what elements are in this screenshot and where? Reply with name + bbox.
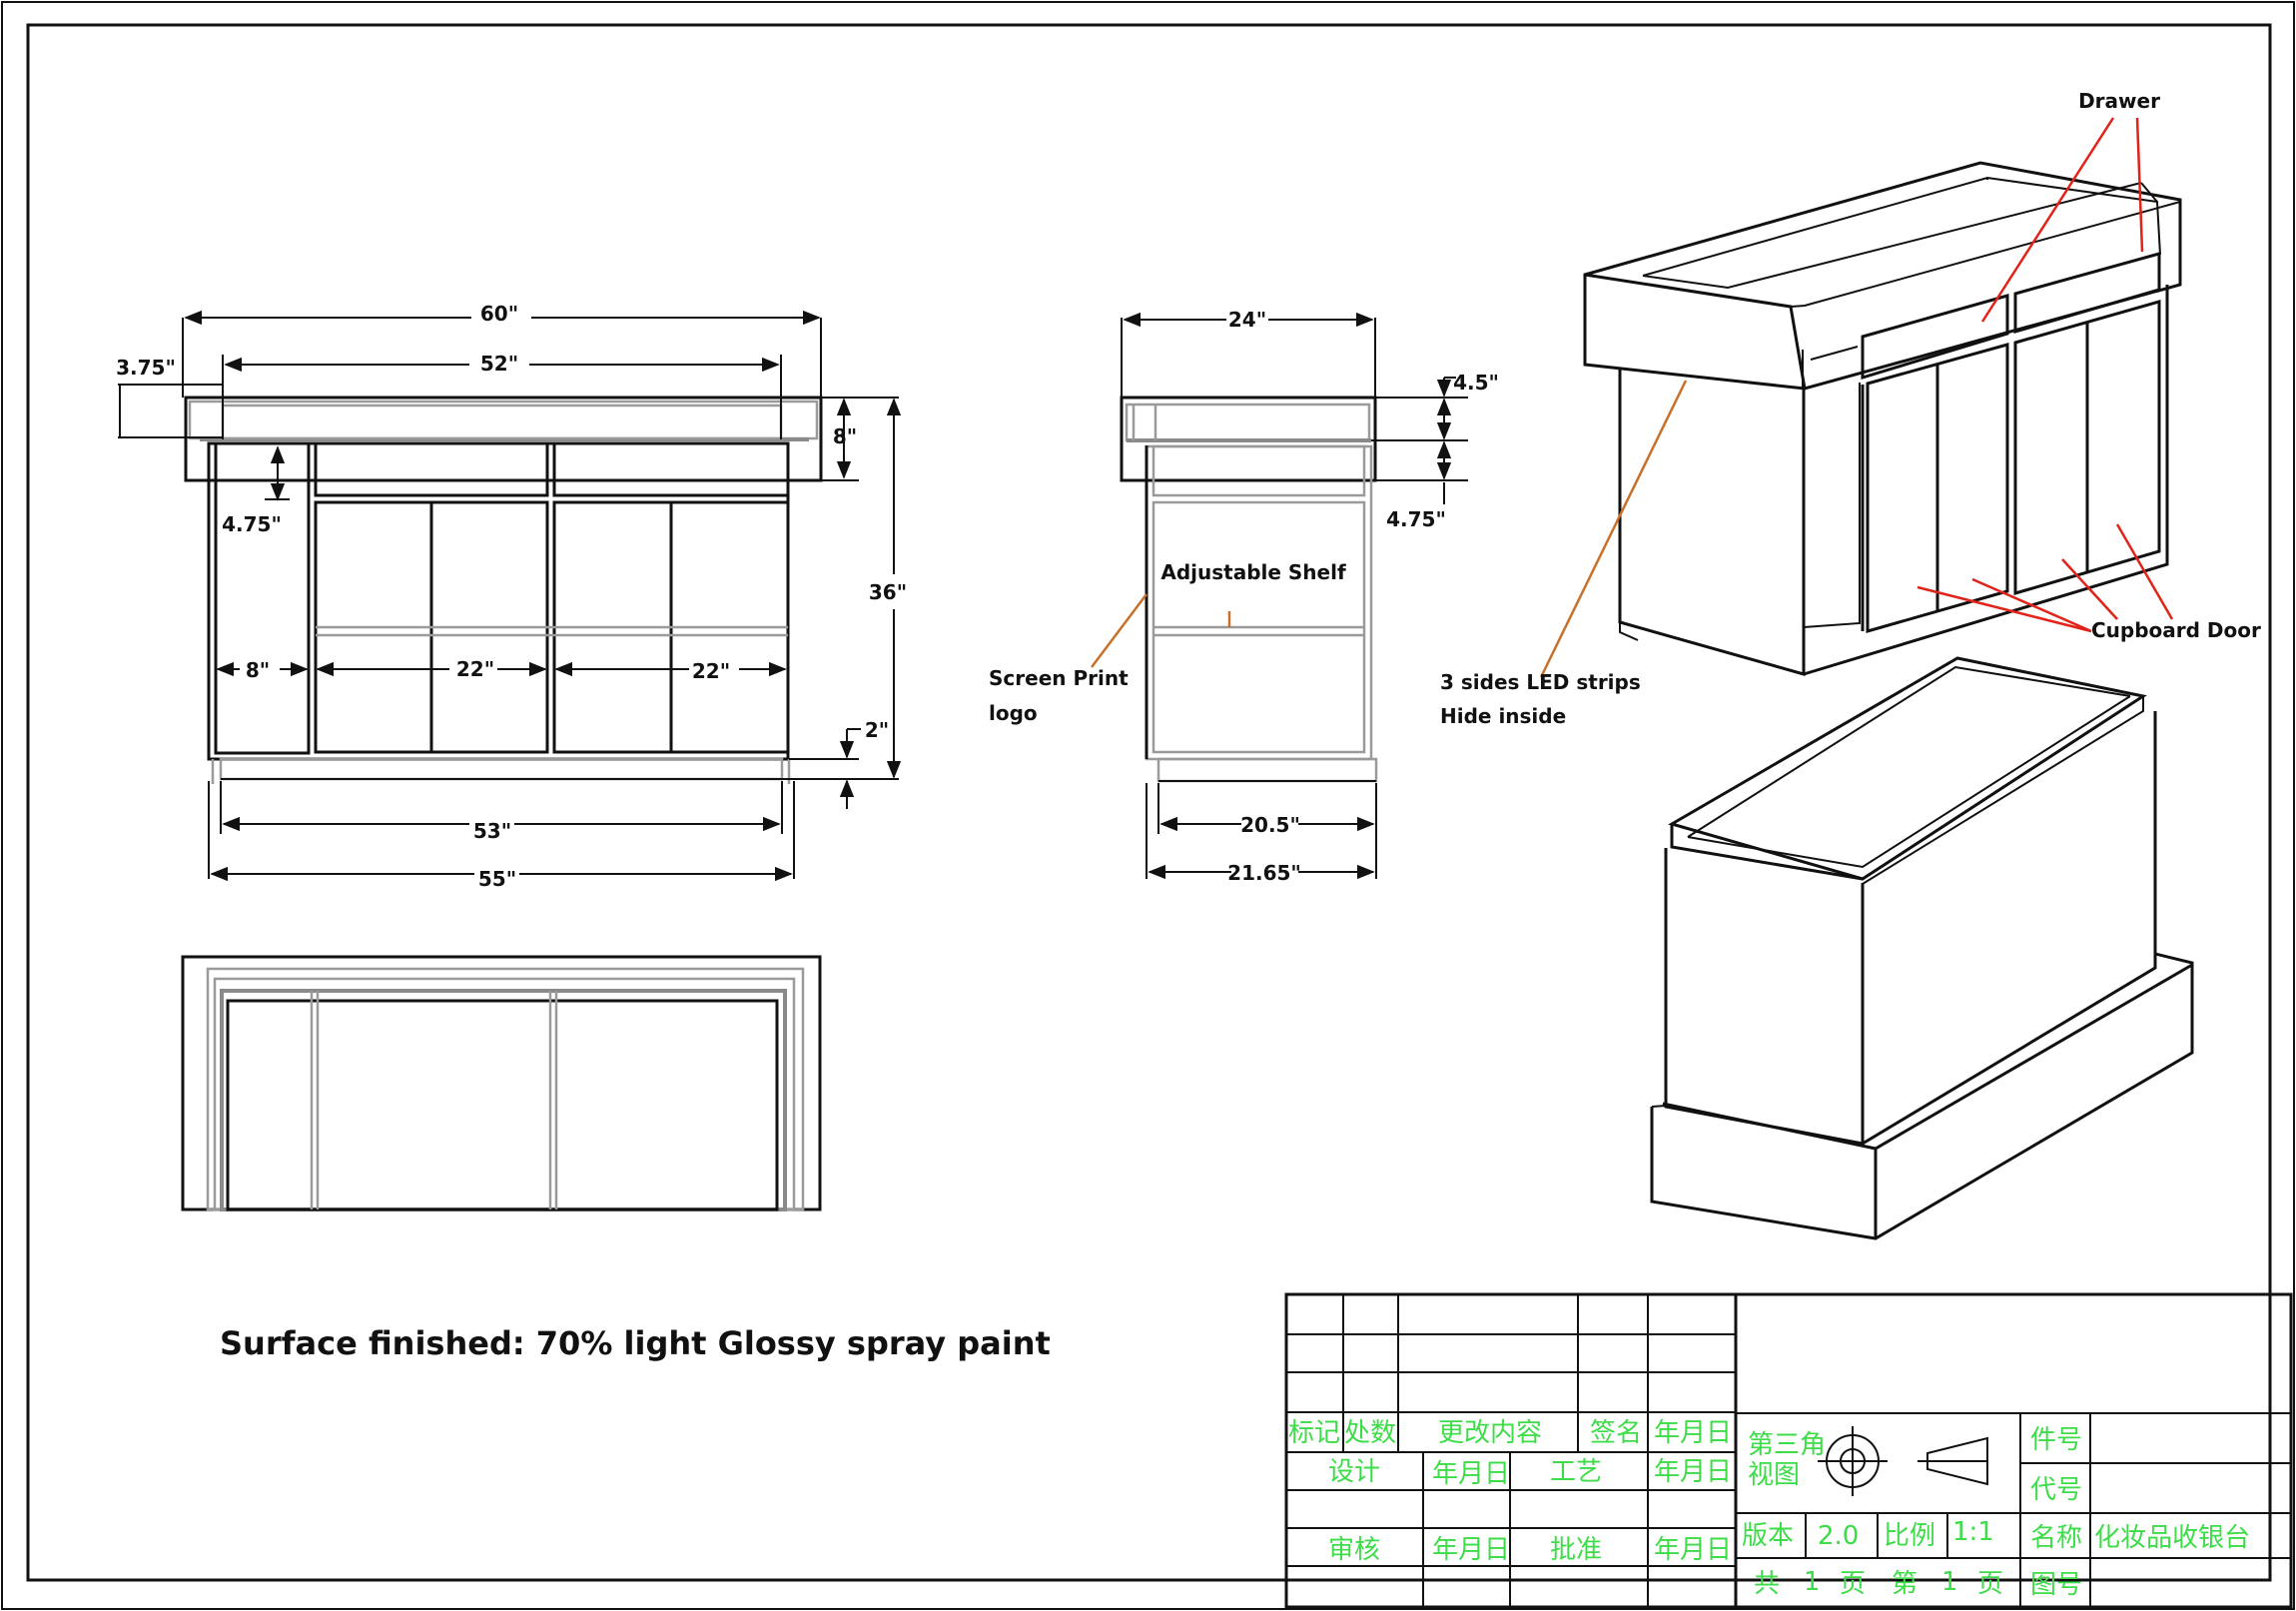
adjustable-shelf-label: Adjustable Shelf	[1160, 560, 1346, 584]
surface-finish-note: Surface finished: 70% light Glossy spray…	[220, 1324, 1051, 1362]
tb-drawing-no-label: 图号	[2030, 1570, 2082, 1600]
dim-toe-kick: 2"	[865, 718, 889, 742]
tb-name-label: 名称	[2030, 1523, 2082, 1553]
side-view: 24" 4.5" 4.75" 20.5" 21.65" Adjustable S…	[989, 308, 1499, 885]
tb-sign-header: 签名	[1590, 1418, 1642, 1448]
screen-print-label-line1: Screen Print	[989, 666, 1129, 690]
led-strips-callout-line2: Hide inside	[1440, 704, 1566, 728]
tb-page-label2: 页	[1977, 1569, 2003, 1599]
tb-code-label: 代号	[2030, 1475, 2082, 1505]
title-block: 标记 处数 更改内容 签名 年月日 设计 年月日 工艺 年月日 审核 年月日 批…	[1284, 1292, 2293, 1609]
tb-projection-line1: 第三角	[1748, 1430, 1826, 1460]
tb-process-label: 工艺	[1550, 1457, 1602, 1487]
tb-page-label1: 第	[1892, 1569, 1917, 1599]
tb-page-value: 1	[1941, 1567, 1958, 1597]
tb-approve-date: 年月日	[1654, 1535, 1732, 1565]
tb-design-date: 年月日	[1432, 1459, 1510, 1489]
dim-total-height: 36"	[869, 580, 907, 604]
tb-total-pages-label2: 页	[1840, 1569, 1866, 1599]
tb-count-header: 处数	[1344, 1418, 1396, 1448]
dim-drawer-height: 4.75"	[222, 512, 282, 536]
tb-total-pages-label1: 共	[1754, 1569, 1780, 1599]
screen-print-label-line2: logo	[989, 701, 1038, 725]
dim-body-depth: 21.65"	[1227, 861, 1301, 885]
led-strips-callout-line1: 3 sides LED strips	[1440, 670, 1641, 694]
dim-top-band: 4.5"	[1453, 371, 1499, 395]
dim-overall-width: 60"	[480, 302, 518, 326]
dim-top-inner-width: 52"	[480, 352, 518, 376]
tb-version-label: 版本	[1742, 1521, 1794, 1551]
isometric-box-view	[1650, 656, 2194, 1240]
dim-side-bay: 8"	[246, 658, 270, 682]
tb-review-label: 审核	[1328, 1535, 1380, 1565]
tb-projection-line2: 视图	[1748, 1460, 1800, 1490]
dim-depth: 24"	[1228, 308, 1266, 332]
front-view: 60" 52" 3.75" 8" 4.75" 36" 8" 22" 22"	[116, 302, 907, 891]
drawer-callout: Drawer	[2078, 89, 2160, 113]
tb-scale-label: 比例	[1884, 1521, 1935, 1551]
dim-door-pair-right: 22"	[692, 659, 730, 683]
dim-top-thickness: 3.75"	[116, 356, 176, 380]
dim-upper-height: 8"	[833, 424, 857, 448]
tb-scale-value: 1:1	[1952, 1517, 1994, 1547]
tb-part-no-label: 件号	[2030, 1425, 2082, 1455]
tb-change-header: 更改内容	[1438, 1418, 1542, 1448]
tb-total-pages-value: 1	[1804, 1567, 1821, 1597]
tb-process-date: 年月日	[1654, 1457, 1732, 1487]
dim-body-width: 55"	[478, 867, 516, 891]
cupboard-door-callout: Cupboard Door	[2091, 618, 2261, 642]
isometric-counter-view: Drawer Cupboard Door 3 sides LED strips …	[1440, 89, 2261, 728]
dim-base-depth: 20.5"	[1240, 813, 1300, 837]
top-view	[181, 955, 822, 1211]
dim-base-width: 53"	[473, 819, 511, 843]
tb-design-label: 设计	[1328, 1457, 1380, 1487]
tb-name-value: 化妆品收银台	[2094, 1523, 2250, 1553]
tb-review-date: 年月日	[1432, 1535, 1510, 1565]
tb-approve-label: 批准	[1550, 1535, 1602, 1565]
dim-door-pair-left: 22"	[456, 657, 494, 681]
tb-mark-header: 标记	[1288, 1418, 1340, 1448]
tb-date-header: 年月日	[1654, 1418, 1732, 1448]
tb-version-value: 2.0	[1818, 1521, 1859, 1551]
dim-drawer-band: 4.75"	[1386, 507, 1446, 531]
